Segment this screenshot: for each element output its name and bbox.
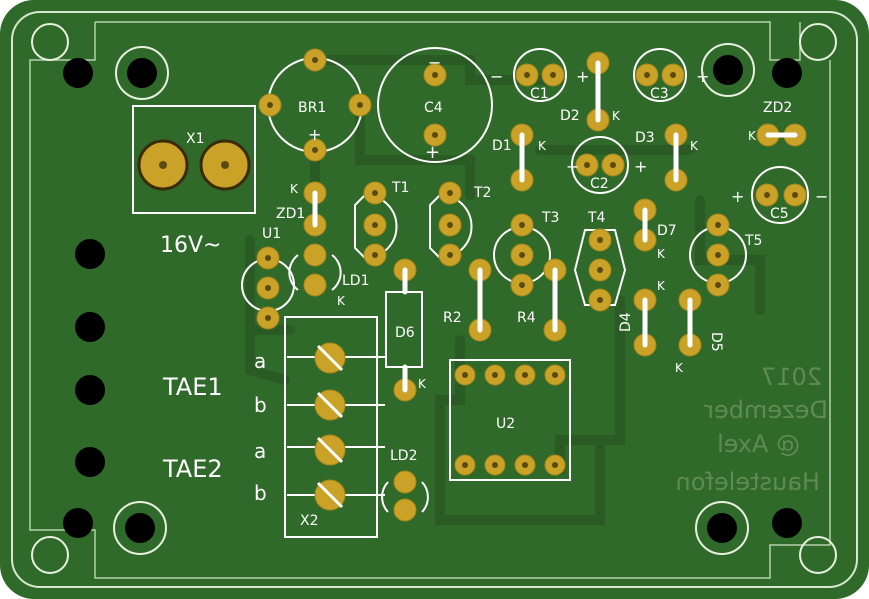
pad <box>303 273 327 297</box>
label-d1: D1 <box>492 138 512 154</box>
pad <box>393 470 417 494</box>
label-t1: T1 <box>391 180 409 196</box>
label-d4: D4 <box>618 312 634 332</box>
plus-mark: + <box>576 67 589 86</box>
label-r2: R2 <box>443 310 462 326</box>
label-d7: D7 <box>657 223 677 239</box>
k-mark: K <box>657 247 666 261</box>
pad-holes <box>265 57 798 468</box>
c1-outline <box>513 48 567 102</box>
name-text: Haustelefon <box>676 468 820 496</box>
u2-outline <box>449 359 571 481</box>
drill-hole <box>63 58 93 88</box>
k-mark: K <box>337 294 346 308</box>
led-arcs <box>288 254 429 513</box>
x1-terminals <box>137 139 251 191</box>
drill-hole <box>75 375 105 405</box>
k-mark: K <box>748 129 757 143</box>
pin-a-label: a <box>254 349 266 373</box>
drill-hole <box>75 447 105 477</box>
x1-outline <box>132 105 256 214</box>
minus-mark: − <box>566 157 579 176</box>
label-c4: C4 <box>424 100 443 116</box>
label-t4: T4 <box>587 210 606 226</box>
label-x1: X1 <box>186 131 205 147</box>
k-mark: K <box>657 279 666 293</box>
label-br1: BR1 <box>298 100 326 116</box>
leads <box>312 60 798 393</box>
label-ld2: LD2 <box>390 448 418 464</box>
label-d6: D6 <box>395 325 415 341</box>
minus-mark: − <box>428 53 441 72</box>
label-u2: U2 <box>496 416 515 432</box>
drill-hole <box>772 58 802 88</box>
drill-hole <box>125 513 155 543</box>
drill-hole <box>63 508 93 538</box>
c4-outline <box>377 47 493 163</box>
k-mark: K <box>612 109 621 123</box>
plus-mark: + <box>634 157 647 176</box>
month-text: Dezember <box>704 396 828 424</box>
plus-mark: + <box>308 125 321 144</box>
pad <box>303 243 327 267</box>
pin-b-label: b <box>254 481 267 505</box>
t4-outline <box>573 229 627 306</box>
k-mark: K <box>690 139 699 153</box>
plus-mark: + <box>731 187 744 206</box>
c3-outline <box>633 48 687 102</box>
mounting-holes <box>63 55 802 543</box>
x2-screws <box>316 344 344 509</box>
label-d5: D5 <box>708 332 724 352</box>
c2-outline <box>571 136 629 194</box>
k-mark: K <box>290 182 299 196</box>
label-d2: D2 <box>560 108 580 124</box>
label-d3: D3 <box>635 130 655 146</box>
tae2-label: TAE2 <box>162 455 223 483</box>
k-mark: K <box>675 361 684 375</box>
drill-hole <box>75 239 105 269</box>
input-voltage-label: 16V~ <box>160 233 221 258</box>
x2-outline <box>284 316 378 538</box>
drill-hole <box>772 508 802 538</box>
label-x2: X2 <box>300 513 319 529</box>
board-outline <box>11 11 858 588</box>
label-c1: C1 <box>530 86 549 102</box>
traces <box>245 55 765 525</box>
label-zd1: ZD1 <box>276 206 305 222</box>
label-u1: U1 <box>262 226 281 242</box>
label-t3: T3 <box>541 210 559 226</box>
label-r4: R4 <box>517 310 536 326</box>
plus-mark: + <box>425 142 440 163</box>
year-text: 2017 <box>761 363 822 391</box>
tae1-label: TAE1 <box>162 373 223 401</box>
pin-b-label: b <box>254 393 267 417</box>
c5-outline <box>751 166 809 224</box>
pad <box>393 498 417 522</box>
author-text: @ Axel <box>717 430 800 458</box>
mirrored-bottom-text: 2017 Dezember @ Axel Haustelefon <box>676 363 828 496</box>
label-c2: C2 <box>590 176 609 192</box>
mounting-rings <box>31 23 837 574</box>
label-ld1: LD1 <box>342 273 370 289</box>
plus-mark: + <box>696 67 709 86</box>
label-c5: C5 <box>770 206 789 222</box>
label-zd2: ZD2 <box>763 100 792 116</box>
drill-hole <box>127 58 157 88</box>
drill-hole <box>713 55 743 85</box>
minus-mark: − <box>490 67 503 86</box>
drill-hole <box>707 513 737 543</box>
pin-a-label: a <box>254 439 266 463</box>
label-c3: C3 <box>650 86 669 102</box>
k-mark: K <box>538 139 547 153</box>
label-t5: T5 <box>744 233 762 249</box>
drill-hole <box>75 312 105 342</box>
k-mark: K <box>418 377 427 391</box>
minus-mark: − <box>815 187 828 206</box>
label-t2: T2 <box>473 185 491 201</box>
